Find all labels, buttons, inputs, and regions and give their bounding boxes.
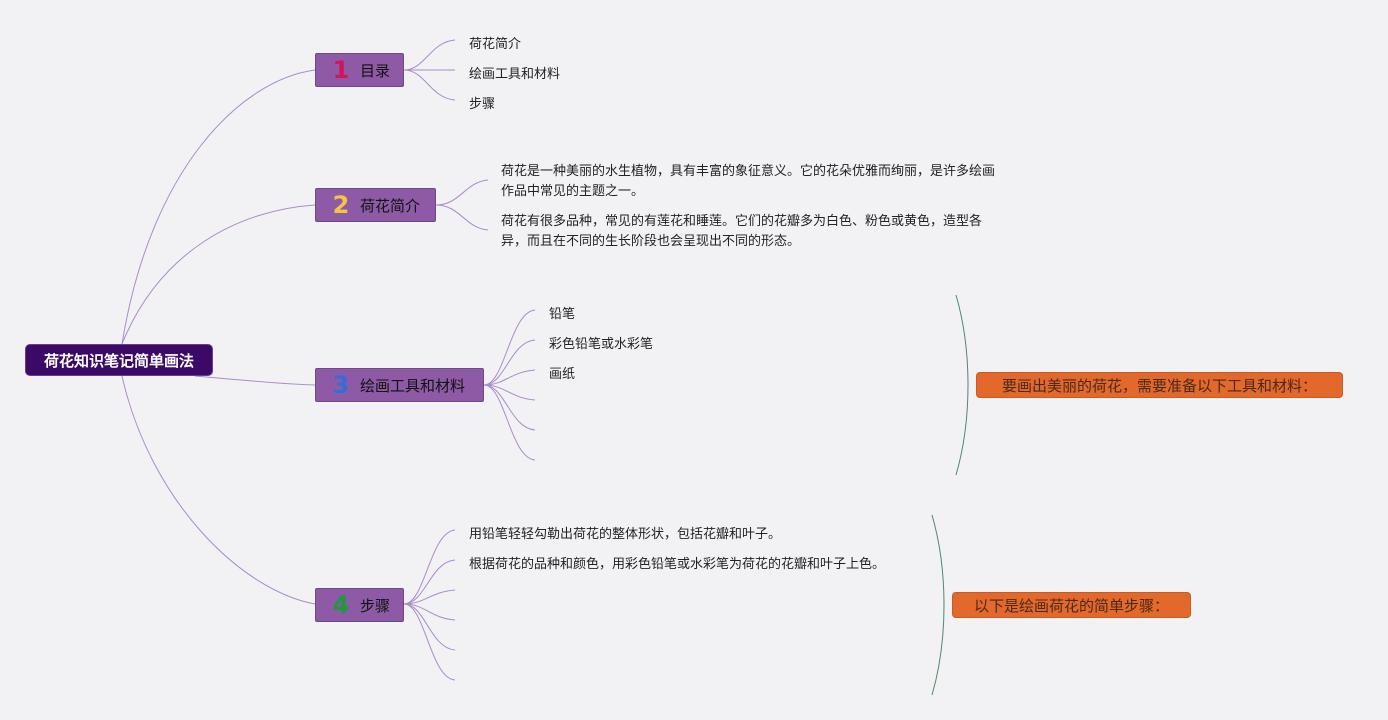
topic-label: 步骤 <box>360 596 391 615</box>
topic-label: 荷花简介 <box>360 196 421 215</box>
connector-t3-leaf-1 <box>483 309 536 386</box>
connector-root-topic-1 <box>121 69 316 345</box>
summary-bracket-1 <box>955 294 969 476</box>
connector-t3-leaf-3 <box>483 369 536 386</box>
tool-pencil[interactable]: 铅笔 <box>549 307 576 322</box>
callout-label: 要画出美丽的荷花，需要准备以下工具和材料： <box>1001 376 1317 395</box>
summary-tools-callout[interactable]: 要画出美丽的荷花，需要准备以下工具和材料： <box>976 372 1343 398</box>
step-2[interactable]: 根据荷花的品种和颜色，用彩色铅笔或水彩笔为荷花的花瓣和叶子上色。 <box>469 557 886 572</box>
subtopic-intro[interactable]: 荷花简介 <box>469 37 522 52</box>
topic-label: 目录 <box>360 61 391 80</box>
connector-root-topic-2 <box>121 204 316 345</box>
connector-root-topic-3 <box>194 375 316 386</box>
root-topic[interactable]: 荷花知识笔记简单画法 <box>25 344 213 376</box>
root-topic-label: 荷花知识笔记简单画法 <box>43 351 194 370</box>
tool-paper[interactable]: 画纸 <box>549 367 576 382</box>
topic-contents[interactable]: 1 目录 <box>315 53 404 87</box>
connector-t2-para-2 <box>435 204 489 231</box>
number-4-icon: 4 <box>332 591 350 619</box>
subtopic-tools[interactable]: 绘画工具和材料 <box>469 67 561 82</box>
callout-label: 以下是绘画荷花的简单步骤： <box>973 596 1169 615</box>
intro-paragraph-1[interactable]: 荷花是一种美丽的水生植物，具有丰富的象征意义。它的花朵优雅而绚丽，是许多绘画作品… <box>501 164 996 199</box>
connector-t3-leaf-5 <box>483 384 536 431</box>
connector-t1-leaf-1 <box>403 39 456 71</box>
connector-t3-leaf-6 <box>483 384 536 461</box>
step-1[interactable]: 用铅笔轻轻勾勒出荷花的整体形状，包括花瓣和叶子。 <box>469 527 782 542</box>
connector-t1-leaf-3 <box>403 69 456 101</box>
number-2-icon: 2 <box>332 191 350 219</box>
connector-t4-leaf-2 <box>403 559 456 605</box>
intro-paragraph-2[interactable]: 荷花有很多品种，常见的有莲花和睡莲。它们的花瓣多为白色、粉色或黄色，造型各异，而… <box>501 214 983 249</box>
connector-t2-para-1 <box>435 179 489 206</box>
connector-t4-leaf-1 <box>403 529 456 605</box>
summary-bracket-2 <box>931 514 945 696</box>
topic-label: 绘画工具和材料 <box>360 376 466 395</box>
topic-steps[interactable]: 4 步骤 <box>315 588 404 622</box>
summary-steps-callout[interactable]: 以下是绘画荷花的简单步骤： <box>952 592 1191 618</box>
number-1-icon: 1 <box>332 56 350 84</box>
subtopic-steps[interactable]: 步骤 <box>469 97 496 112</box>
topic-lotus-intro[interactable]: 2 荷花简介 <box>315 188 436 222</box>
connector-t4-leaf-5 <box>403 603 456 651</box>
connector-root-topic-4 <box>121 375 316 605</box>
tool-color-pencils[interactable]: 彩色铅笔或水彩笔 <box>549 337 654 352</box>
connector-t3-leaf-2 <box>483 339 536 386</box>
connector-t4-leaf-3 <box>403 589 456 605</box>
topic-tools-materials[interactable]: 3 绘画工具和材料 <box>315 368 484 402</box>
number-3-icon: 3 <box>332 371 350 399</box>
connector-t4-leaf-6 <box>403 603 456 681</box>
